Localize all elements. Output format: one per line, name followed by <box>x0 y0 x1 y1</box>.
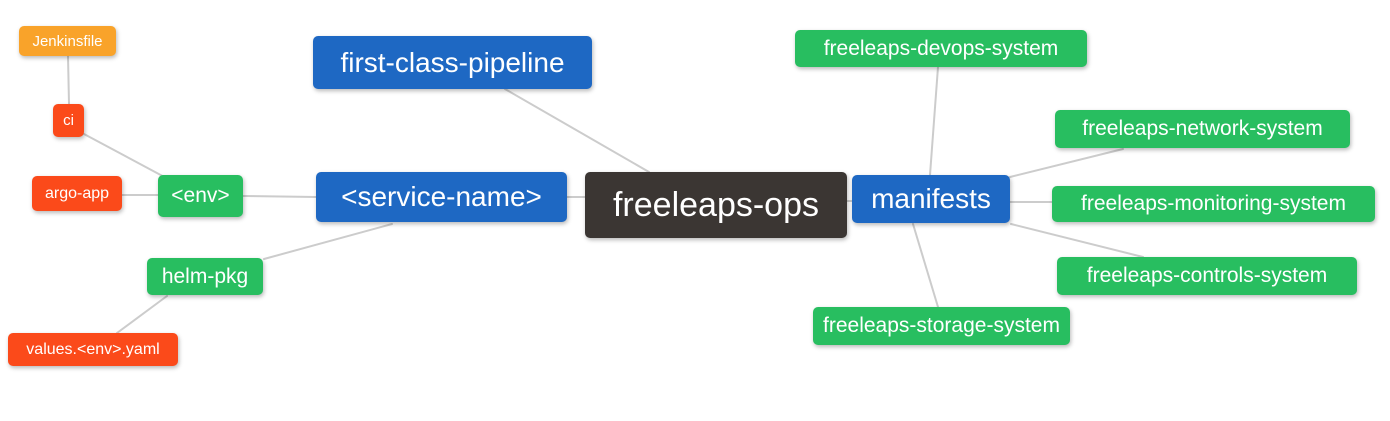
node-values-env-yaml[interactable]: values.<env>.yaml <box>8 333 178 366</box>
node-freeleaps-storage-system[interactable]: freeleaps-storage-system <box>813 307 1070 345</box>
node-argo-app[interactable]: argo-app <box>32 176 122 211</box>
node-env[interactable]: <env> <box>158 175 243 217</box>
node-jenkinsfile[interactable]: Jenkinsfile <box>19 26 116 56</box>
node-helm-pkg[interactable]: helm-pkg <box>147 258 263 295</box>
node-freeleaps-controls-system[interactable]: freeleaps-controls-system <box>1057 257 1357 295</box>
edge-manifests-storage-system <box>912 223 939 308</box>
edge-helm-pkg-service-name <box>263 223 393 260</box>
edge-manifests-devops-system <box>929 66 939 176</box>
edge-ci-env <box>83 133 171 181</box>
edge-manifests-controls-system <box>1010 223 1144 258</box>
edge-pipeline-root <box>504 88 650 173</box>
node-ci[interactable]: ci <box>53 104 84 137</box>
node-first-class-pipeline[interactable]: first-class-pipeline <box>313 36 592 89</box>
node-freeleaps-devops-system[interactable]: freeleaps-devops-system <box>795 30 1087 67</box>
edge-manifests-network-system <box>1009 148 1124 178</box>
node-freeleaps-ops-root[interactable]: freeleaps-ops <box>585 172 847 238</box>
node-freeleaps-monitoring-system[interactable]: freeleaps-monitoring-system <box>1052 186 1375 222</box>
node-service-name[interactable]: <service-name> <box>316 172 567 222</box>
edge-values-helm-pkg <box>116 295 168 334</box>
node-freeleaps-network-system[interactable]: freeleaps-network-system <box>1055 110 1350 148</box>
edge-jenkinsfile-ci <box>67 55 70 105</box>
node-manifests[interactable]: manifests <box>852 175 1010 223</box>
edge-env-service-name <box>242 195 317 198</box>
